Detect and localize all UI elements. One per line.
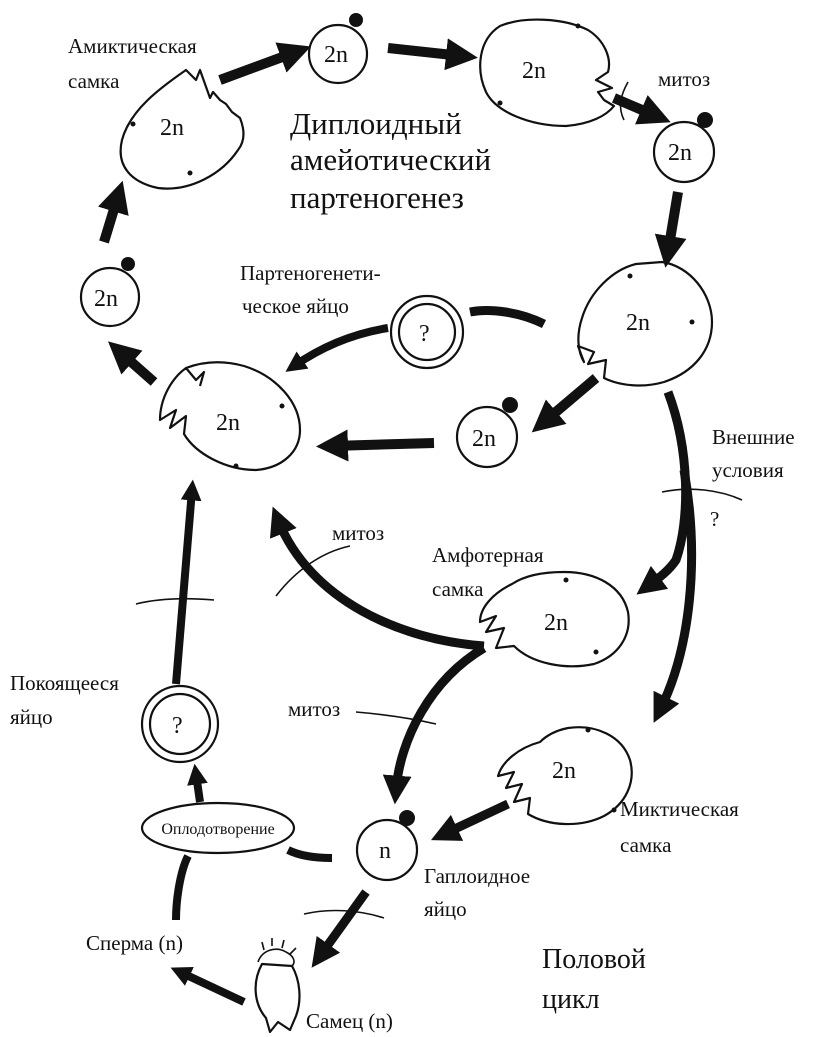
title-line3: партеногенез	[290, 180, 464, 215]
svg-text:2n: 2n	[668, 140, 692, 166]
resting-label-line2: яйцо	[10, 705, 53, 729]
egg-right-top: 2n	[652, 112, 716, 184]
external-label-line2: условия	[712, 458, 784, 482]
mictic-female-body: 2n	[496, 726, 633, 826]
haploid-label-line2: яйцо	[424, 897, 467, 921]
male-label: Самец (n)	[306, 1009, 393, 1033]
egg-left: 2n	[79, 257, 141, 328]
svg-text:2n: 2n	[94, 286, 118, 312]
mictic-label-line2: самка	[620, 833, 672, 857]
resting-egg: ?	[140, 684, 220, 764]
external-question: ?	[710, 507, 719, 531]
mitosis-top-label: митоз	[658, 67, 710, 91]
sexual-cycle-line1: Половой	[542, 944, 646, 975]
arrows	[98, 38, 697, 1006]
mictic-label-line1: Миктическая	[620, 797, 739, 821]
title-line1: Диплоидный	[290, 106, 462, 141]
amictic-female-body: 2n	[119, 68, 245, 190]
right-female-ploidy: 2n	[626, 310, 650, 336]
egg-center-right: 2n	[455, 397, 519, 469]
amphoteric-female-body: 2n	[478, 570, 630, 668]
egg-top: 2n	[307, 13, 369, 85]
title-line2: амейотический	[290, 142, 491, 177]
text-labels: Амиктическая самка Диплоидный амейотичес…	[10, 34, 795, 1033]
amictic-label-line1: Амиктическая	[68, 34, 197, 58]
amictic-female-ploidy: 2n	[160, 115, 184, 141]
amphoteric-label-line2: самка	[432, 577, 484, 601]
amphoteric-female-ploidy: 2n	[544, 610, 568, 636]
svg-text:Оплодотворение: Оплодотворение	[161, 821, 274, 838]
svg-text:?: ?	[172, 713, 183, 739]
sperm-label: Сперма (n)	[86, 931, 183, 955]
parthenogenetic-egg: ?	[389, 294, 465, 370]
top-female-ploidy: 2n	[522, 58, 546, 84]
mitosis-mid-label: митоз	[332, 521, 384, 545]
mictic-female-ploidy: 2n	[552, 758, 576, 784]
center-female-body: 2n	[158, 361, 302, 472]
svg-text:?: ?	[419, 321, 430, 347]
svg-text:2n: 2n	[324, 42, 348, 68]
right-female-body: 2n	[576, 260, 714, 387]
external-label-line1: Внешние	[712, 425, 795, 449]
resting-label-line1: Покоящееся	[10, 671, 119, 695]
amphoteric-label-line1: Амфотерная	[432, 543, 544, 567]
parth-egg-label-line1: Партеногенети-	[240, 261, 381, 285]
svg-text:2n: 2n	[472, 426, 496, 452]
haploid-egg: n	[355, 810, 419, 882]
mitosis-marks	[135, 81, 743, 919]
top-right-female-body: 2n	[479, 18, 616, 128]
male-body	[254, 938, 301, 1034]
mitosis-low-label: митоз	[288, 697, 340, 721]
fertilization-ellipse: Оплодотворение	[140, 801, 296, 855]
center-female-ploidy: 2n	[216, 410, 240, 436]
parth-egg-label-line2: ческое яйцо	[242, 294, 349, 318]
haploid-label-line1: Гаплоидное	[424, 864, 530, 888]
sexual-cycle-line2: цикл	[542, 984, 600, 1015]
amictic-label-line2: самка	[68, 69, 120, 93]
svg-text:n: n	[379, 838, 391, 864]
